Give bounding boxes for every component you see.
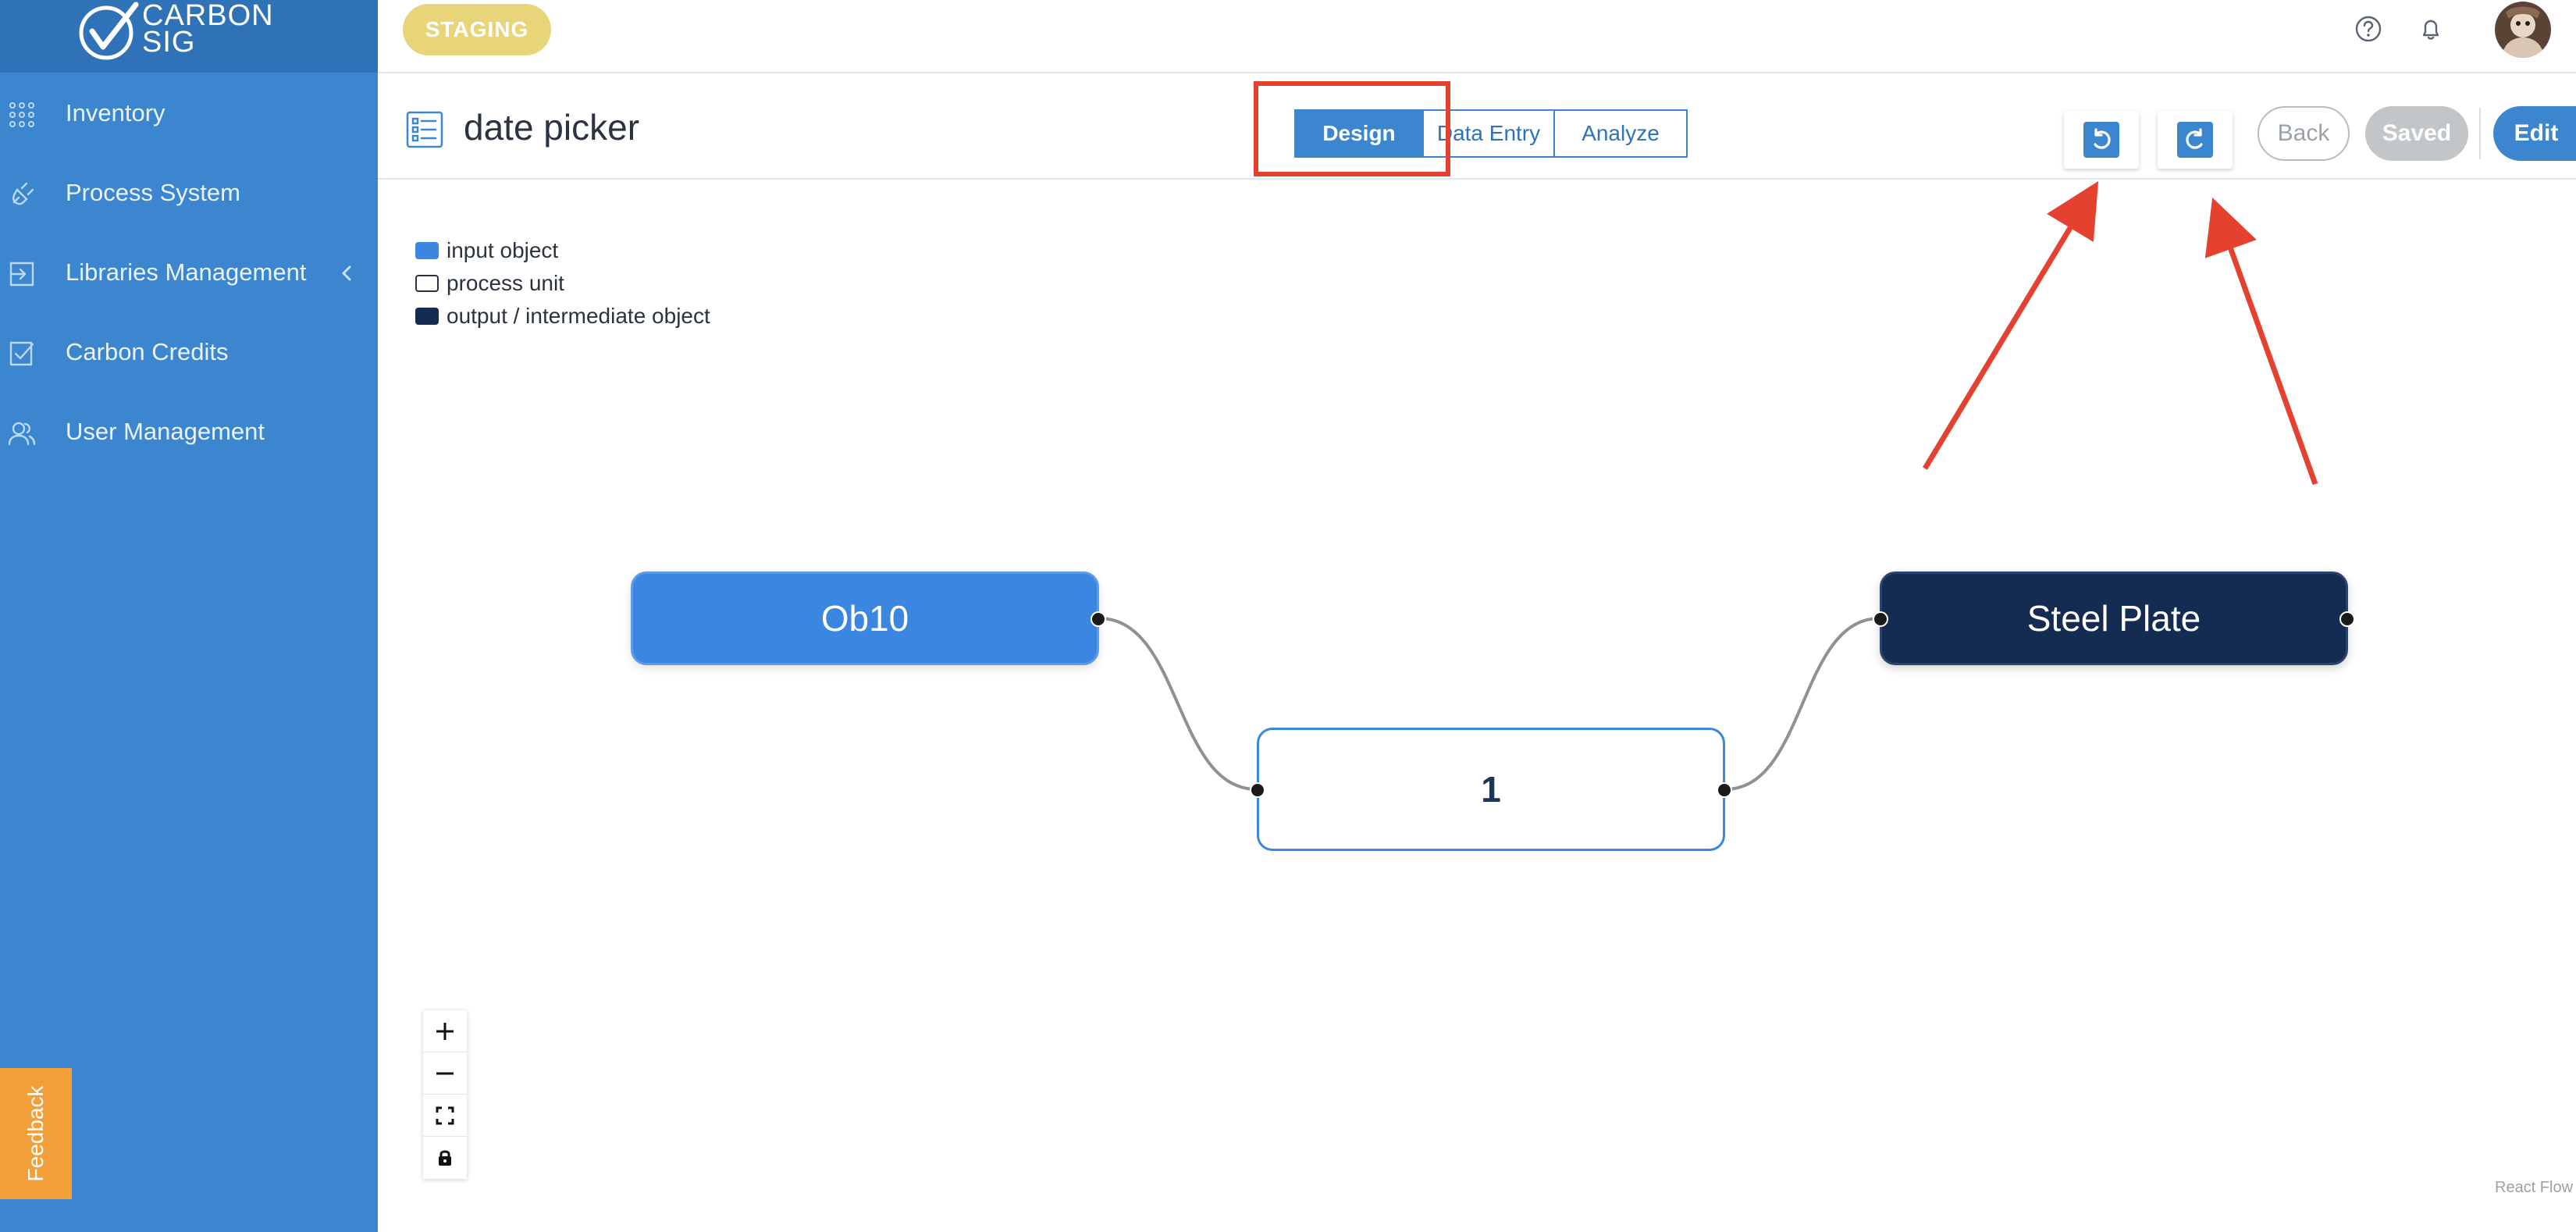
redo-icon xyxy=(2186,128,2203,149)
sidebar-item-label: Carbon Credits xyxy=(66,338,229,365)
legend: input object process unit output / inter… xyxy=(415,234,710,333)
back-button[interactable]: Back xyxy=(2258,106,2350,161)
bell-icon[interactable] xyxy=(2417,15,2445,43)
sidebar-item-carbon-credits[interactable]: Carbon Credits xyxy=(0,319,378,386)
users-icon xyxy=(8,422,36,446)
sidebar-item-label: Process System xyxy=(66,179,240,206)
sidebar: CARBON SIG Inventory Process System L xyxy=(0,0,378,1232)
redo-button[interactable] xyxy=(2158,111,2233,169)
page-header: date picker Design Data Entry Analyze Ba… xyxy=(378,75,2576,180)
node-steel-plate[interactable]: Steel Plate xyxy=(1873,571,2355,665)
edge-unit-to-steel[interactable] xyxy=(1724,617,1880,791)
toolbar-divider xyxy=(2479,108,2481,159)
undo-button[interactable] xyxy=(2064,111,2139,169)
node-label: Steel Plate xyxy=(2026,598,2201,639)
feedback-label: Feedback xyxy=(23,1085,48,1182)
legend-swatch-process xyxy=(415,275,439,292)
legend-item: output / intermediate object xyxy=(415,300,710,333)
sidebar-item-label: Libraries Management xyxy=(66,258,307,286)
sidebar-item-inventory[interactable]: Inventory xyxy=(0,80,378,147)
lock-button[interactable] xyxy=(423,1137,467,1179)
node-ob10[interactable]: Ob10 xyxy=(631,571,1106,665)
legend-label: output / intermediate object xyxy=(447,304,710,328)
top-bar: STAGING xyxy=(378,0,2576,73)
grid-dots-icon xyxy=(9,102,34,127)
environment-badge: STAGING xyxy=(403,4,551,55)
fit-view-icon xyxy=(436,1106,454,1124)
plug-icon xyxy=(12,182,34,205)
avatar[interactable] xyxy=(2495,2,2551,58)
edit-button[interactable]: Edit xyxy=(2493,106,2576,161)
list-checklist-icon xyxy=(406,111,443,148)
sidebar-item-process-system[interactable]: Process System xyxy=(0,159,378,226)
brand-name-line1: CARBON xyxy=(142,0,274,32)
legend-item: input object xyxy=(415,234,710,267)
checkmark-logo-icon xyxy=(79,2,139,60)
chevron-left-icon[interactable] xyxy=(337,262,356,284)
fit-view-button[interactable] xyxy=(423,1095,467,1137)
help-icon[interactable] xyxy=(2354,15,2382,43)
edge-ob10-to-unit[interactable] xyxy=(1098,617,1258,791)
legend-swatch-output xyxy=(415,308,439,325)
react-flow-attribution[interactable]: React Flow xyxy=(2495,1179,2574,1196)
legend-label: process unit xyxy=(447,271,564,295)
node-process-unit[interactable]: 1 xyxy=(1250,728,1732,851)
node-label: Ob10 xyxy=(820,598,909,639)
node-label: 1 xyxy=(1481,769,1501,810)
zoom-in-icon xyxy=(436,1022,454,1040)
node-source-handle[interactable] xyxy=(1717,782,1732,798)
brand-name-line2: SIG xyxy=(142,26,196,59)
legend-item: process unit xyxy=(415,267,710,300)
zoom-controls xyxy=(423,1010,467,1179)
tab-analyze[interactable]: Analyze xyxy=(1582,121,1660,145)
mode-tabs: Design Data Entry Analyze xyxy=(1294,109,1688,158)
saved-button[interactable]: Saved xyxy=(2365,106,2468,161)
sidebar-item-label: Inventory xyxy=(66,99,165,126)
sidebar-item-user-management[interactable]: User Management xyxy=(0,398,378,465)
zoom-out-button[interactable] xyxy=(423,1052,467,1095)
node-target-handle[interactable] xyxy=(1250,782,1265,798)
import-icon xyxy=(9,262,34,287)
node-target-handle[interactable] xyxy=(1873,611,1888,627)
checkbox-icon xyxy=(9,341,34,366)
legend-label: input object xyxy=(447,238,559,262)
legend-swatch-input xyxy=(415,242,439,259)
zoom-in-button[interactable] xyxy=(423,1010,467,1052)
node-source-handle[interactable] xyxy=(2339,611,2355,627)
tab-design[interactable]: Design xyxy=(1296,111,1424,156)
flow-edges xyxy=(1098,617,1880,791)
undo-icon xyxy=(2094,128,2111,149)
sidebar-item-libraries-management[interactable]: Libraries Management xyxy=(0,239,378,306)
avatar-image xyxy=(2495,2,2551,58)
zoom-out-icon xyxy=(436,1072,454,1074)
tab-data-entry[interactable]: Data Entry xyxy=(1424,111,1555,156)
flow-canvas[interactable]: input object process unit output / inter… xyxy=(378,181,2576,1232)
feedback-button[interactable]: Feedback xyxy=(0,1068,72,1199)
lock-icon xyxy=(439,1150,451,1166)
page-title: date picker xyxy=(464,107,640,148)
brand-logo[interactable]: CARBON SIG xyxy=(0,0,378,73)
node-source-handle[interactable] xyxy=(1091,611,1106,627)
sidebar-item-label: User Management xyxy=(66,418,265,445)
